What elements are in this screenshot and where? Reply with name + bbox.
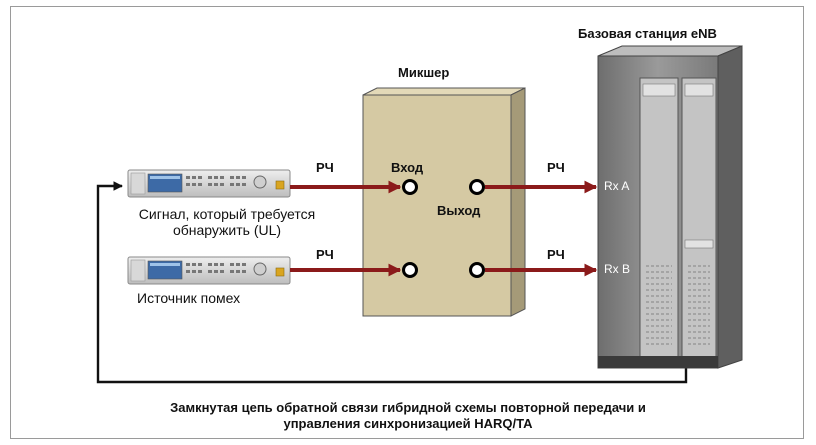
- base-station-title: Базовая станция eNB: [578, 26, 717, 41]
- mixer-title: Микшер: [398, 65, 450, 80]
- rf-arrows: [290, 180, 598, 277]
- mixer-input-label: Вход: [391, 160, 424, 175]
- diagram-caption-line2: управления синхронизацией HARQ/TA: [283, 416, 533, 431]
- signal-generator-caption: Сигнал, который требуется обнаружить (UL…: [137, 206, 317, 238]
- mixer-output-port-top: [469, 179, 485, 195]
- mixer-output-port-bottom: [469, 262, 485, 278]
- signal-generator-caption-line1: Сигнал, который требуется: [138, 206, 316, 222]
- rx-b-label: Rx B: [604, 262, 631, 276]
- diagram-caption: Замкнутая цепь обратной связи гибридной …: [0, 400, 816, 432]
- base-station-rack: [597, 45, 743, 369]
- signal-generator-ul: [127, 169, 291, 198]
- mixer-input-port-bottom: [402, 262, 418, 278]
- rf-label-bottom-left: РЧ: [316, 247, 334, 262]
- interference-source-caption: Источник помех: [137, 290, 241, 306]
- diagram-caption-line1: Замкнутая цепь обратной связи гибридной …: [170, 400, 646, 415]
- rf-label-bottom-right: РЧ: [547, 247, 565, 262]
- signal-generator-caption-line2: обнаружить (UL): [172, 222, 282, 238]
- rf-label-top-left: РЧ: [316, 160, 334, 175]
- rx-a-label: Rx A: [604, 179, 630, 193]
- mixer-output-label: Выход: [437, 203, 481, 218]
- mixer-input-port-top: [402, 179, 418, 195]
- rf-label-top-right: РЧ: [547, 160, 565, 175]
- mixer-box: [362, 87, 526, 317]
- feedback-loop: [96, 181, 688, 384]
- interference-generator: [127, 256, 291, 285]
